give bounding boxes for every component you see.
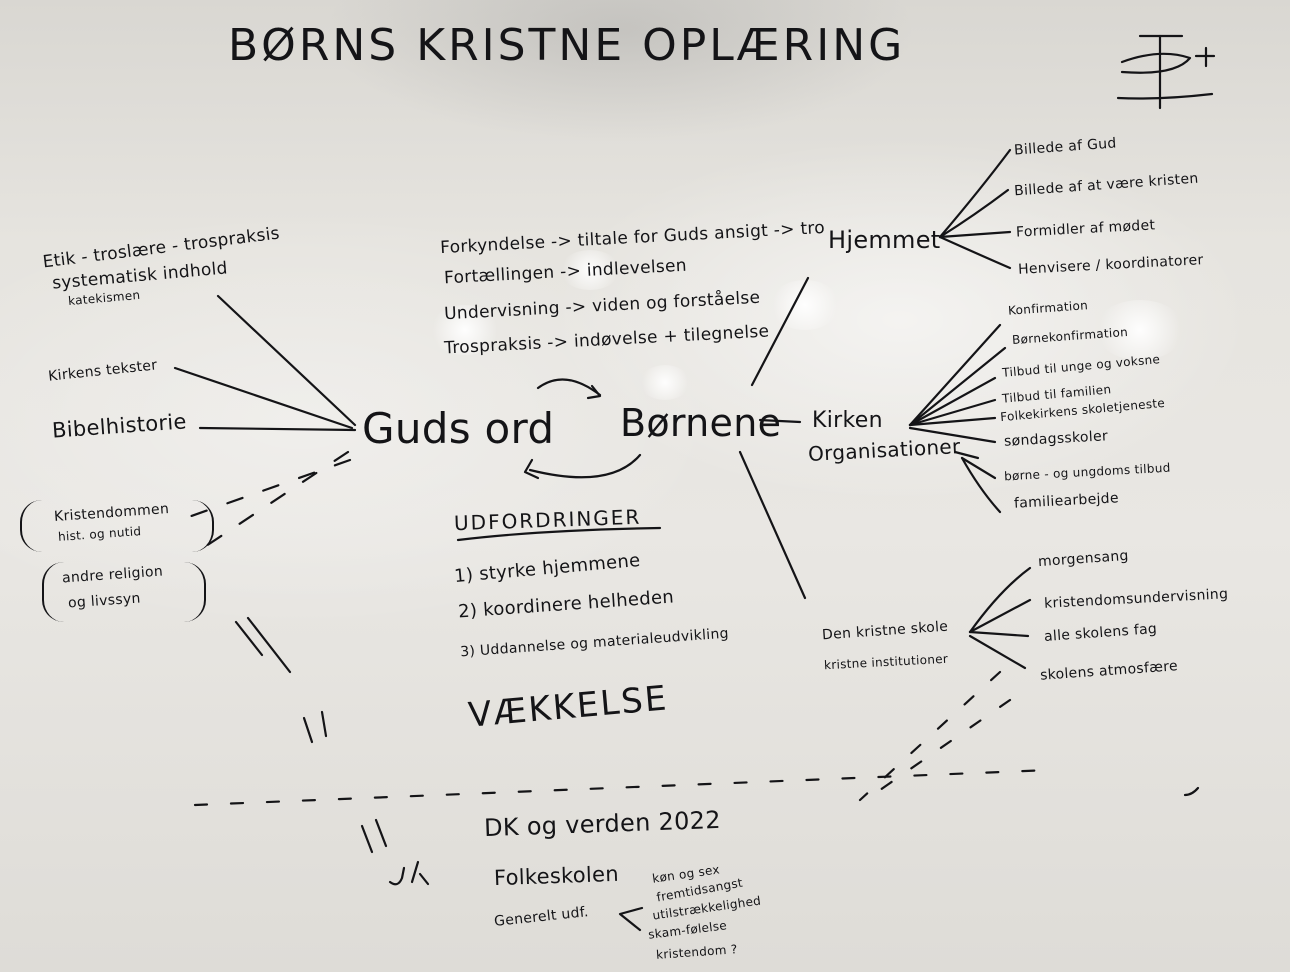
light-glare xyxy=(770,280,840,330)
kristendom-bracket xyxy=(20,500,214,552)
light-glare xyxy=(430,305,500,355)
light-glare xyxy=(560,250,620,290)
light-glare xyxy=(640,365,690,400)
hjemmet-node: Hjemmet xyxy=(828,226,941,254)
religion-bracket xyxy=(42,562,206,622)
guds-ord-node: Guds ord xyxy=(362,404,555,453)
kirken-node: Kirken xyxy=(812,408,883,433)
udfordringer-heading: UDFORDRINGER xyxy=(453,504,642,536)
folkeskolen-label: Folkeskolen xyxy=(493,861,620,891)
light-glare xyxy=(1095,300,1185,360)
bornene-node: Børnene xyxy=(620,401,782,445)
page-title: BØRNS KRISTNE OPLÆRING xyxy=(228,20,906,71)
